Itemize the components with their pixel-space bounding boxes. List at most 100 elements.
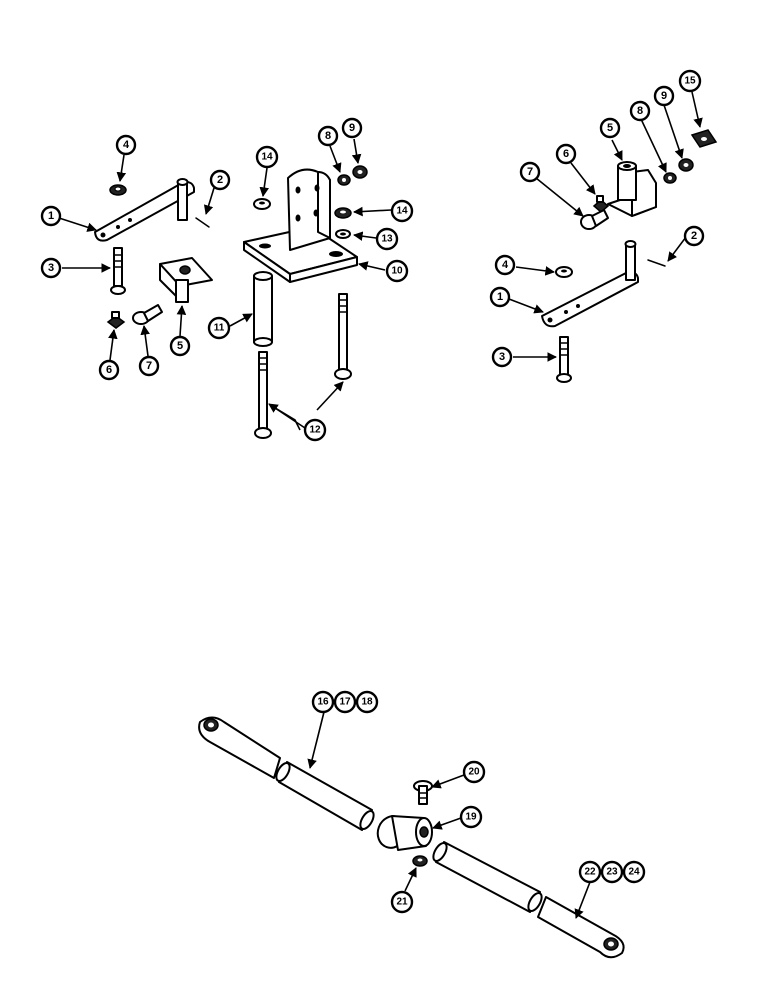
svg-text:2: 2 [691,230,697,242]
svg-text:13: 13 [381,234,393,245]
svg-text:6: 6 [106,364,112,376]
lever-arm-right [541,240,639,328]
tube-right-end [537,896,625,959]
svg-text:3: 3 [48,262,54,274]
svg-text:4: 4 [123,139,130,151]
svg-text:24: 24 [628,867,640,878]
callout-left-6: 6 [98,359,120,381]
svg-text:18: 18 [361,697,373,708]
svg-text:20: 20 [468,767,480,778]
svg-text:14: 14 [261,152,273,163]
callout-tube-17: 17 [333,690,357,714]
cotter-pin-left [195,217,210,228]
lock-washer-left [337,174,351,186]
tube-assembly [198,716,625,959]
svg-text:6: 6 [563,148,569,160]
callout-right-5: 5 [599,117,621,139]
callout-right-2: 2 [683,225,705,247]
spacer-tube [253,271,273,347]
callout-left-2: 2 [209,169,231,191]
svg-text:23: 23 [606,867,618,878]
callout-right-3: 3 [491,346,513,368]
svg-text:8: 8 [637,105,643,117]
tube-left-middle [275,761,375,831]
svg-text:21: 21 [396,897,408,908]
nut-9-left [352,165,368,179]
svg-text:9: 9 [349,122,355,134]
long-bolt-right [334,293,352,380]
svg-text:2: 2 [217,174,223,186]
leader-lines [55,91,703,919]
washer-13 [335,229,351,239]
svg-text:1: 1 [48,210,54,222]
callout-right-4: 4 [494,254,516,276]
callout-tube-19: 19 [459,805,483,829]
callout-left-1: 1 [40,205,62,227]
svg-text:5: 5 [607,122,613,134]
mounting-plate [243,168,358,283]
cap-screw-left [132,304,163,325]
callout-left-9: 9 [341,117,363,139]
callout-left-12: 12 [303,418,327,442]
svg-text:7: 7 [527,166,533,178]
svg-text:17: 17 [339,697,351,708]
nut-14-top [253,198,271,210]
nut-right [555,266,573,278]
svg-text:14: 14 [396,206,408,217]
callout-left-3: 3 [40,257,62,279]
callout-tube-24: 24 [622,860,646,884]
svg-text:12: 12 [309,425,321,436]
bracket-left [159,257,213,303]
callout-left-10: 10 [385,259,409,283]
callout-left-14-side: 14 [390,199,414,223]
long-bolt-left [254,351,272,439]
callout-left-5: 5 [169,335,191,357]
callout-left-13: 13 [375,227,399,251]
cotter-pin-right [647,259,666,267]
grease-fitting-right [592,195,610,213]
clamp [376,815,433,851]
callout-tube-23: 23 [600,860,624,884]
lock-washer-right [663,172,677,184]
callout-tube-21: 21 [390,890,414,914]
svg-text:3: 3 [499,351,505,363]
callout-left-11: 11 [207,316,231,340]
callout-tube-20: 20 [462,760,486,784]
carriage-bolt [413,780,433,805]
svg-text:8: 8 [325,130,331,142]
callout-tube-22: 22 [578,860,602,884]
svg-text:9: 9 [661,90,667,102]
callout-left-8: 8 [317,125,339,147]
callout-right-7: 7 [519,161,541,183]
svg-text:4: 4 [502,259,509,271]
svg-text:7: 7 [146,360,152,372]
bracket-right [607,161,657,217]
callout-left-7: 7 [138,355,160,377]
right-assembly [541,129,718,383]
svg-text:11: 11 [214,323,225,334]
svg-text:1: 1 [497,291,503,303]
svg-text:15: 15 [684,76,696,87]
svg-text:5: 5 [177,340,183,352]
callout-right-1: 1 [489,286,511,308]
bolt-3-left [110,247,126,295]
svg-text:10: 10 [391,266,403,277]
nut-left [109,184,127,196]
callout-right-15: 15 [678,69,702,93]
callout-left-14-top: 14 [255,145,279,169]
tube-left-end [198,716,281,779]
bolt-3-right [556,336,572,383]
square-nut [690,129,718,148]
left-assembly [94,165,368,439]
callout-right-8: 8 [629,100,651,122]
callout-left-4: 4 [115,134,137,156]
cap-screw-right [580,209,609,230]
nut-9-right [678,158,694,172]
callout-tube-16: 16 [311,690,335,714]
grease-fitting-left [106,311,126,329]
nut-21 [412,855,428,867]
tube-right-middle [432,841,543,913]
svg-text:22: 22 [584,867,596,878]
svg-text:19: 19 [465,812,477,823]
